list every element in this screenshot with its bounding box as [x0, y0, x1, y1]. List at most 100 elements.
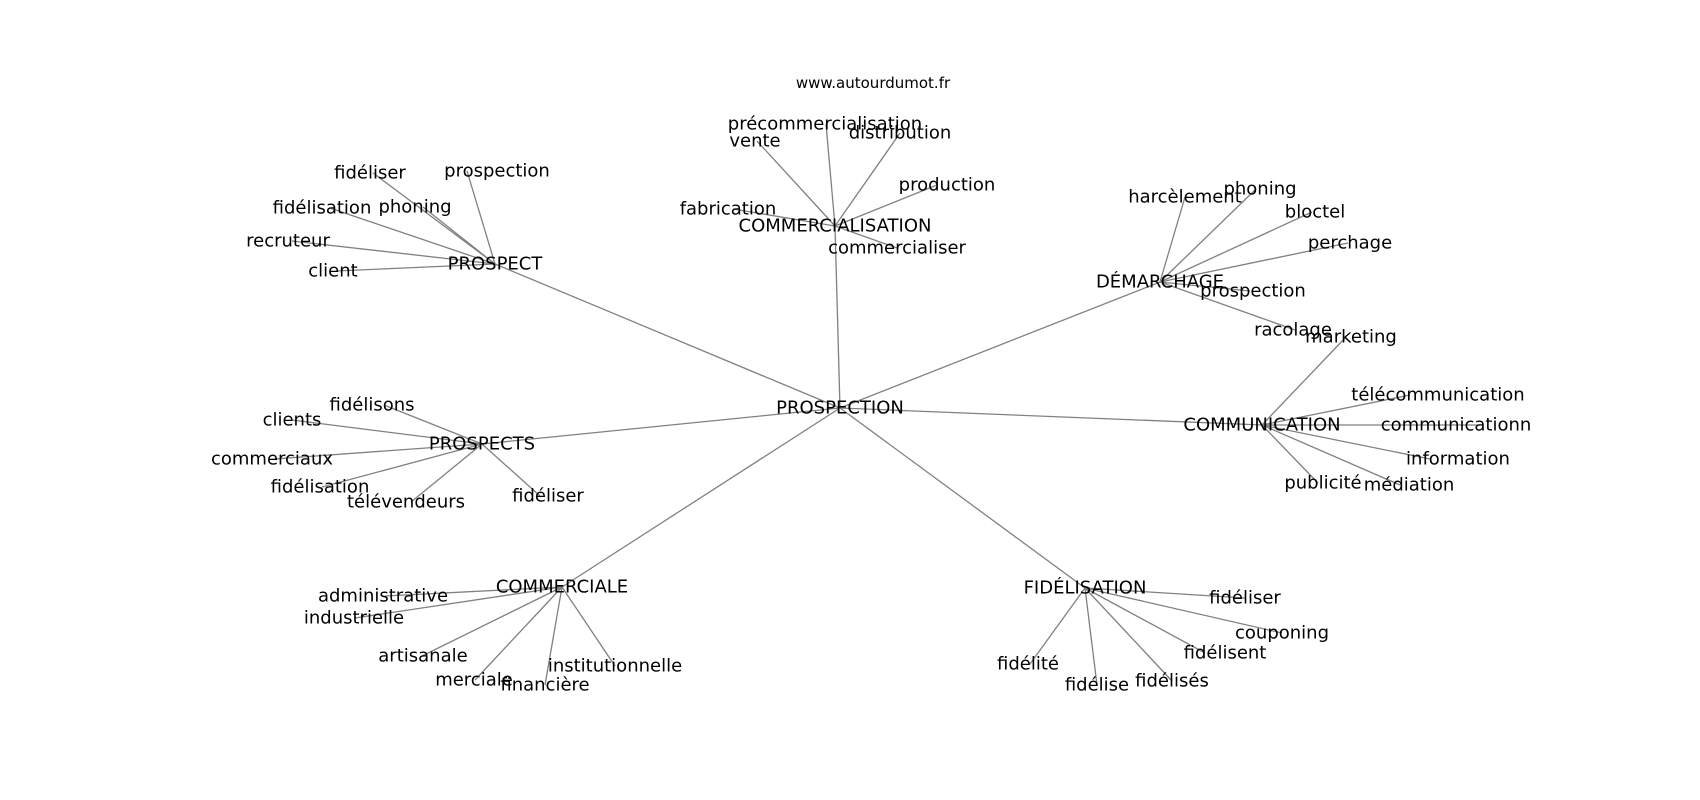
hub-node-commerciale: COMMERCIALE [496, 577, 628, 598]
leaf-node-prospect-prospection: prospection [444, 161, 550, 182]
edge-demarchage-phoning [1159, 188, 1257, 283]
leaf-node-commercialisation-fabrication: fabrication [680, 199, 777, 220]
edge-prospects-televendeurs [410, 443, 483, 503]
hub-node-commercialisation: COMMERCIALISATION [739, 216, 932, 237]
hub-node-prospect: PROSPECT [448, 254, 544, 275]
hub-node-demarchage: DÉMARCHAGE [1096, 271, 1224, 293]
leaf-node-prospect-client: client [308, 261, 357, 282]
edge-commerciale-administrative [384, 586, 563, 597]
edge-communication-information [1261, 424, 1431, 460]
leaf-node-commerciale-merciale: merciale [435, 670, 513, 691]
edge-communication-telecommunication [1261, 394, 1411, 426]
leaf-node-prospect-fidelisation: fidélisation [273, 198, 372, 219]
leaf-node-demarchage-harcelement: harcèlement [1128, 187, 1242, 208]
leaf-node-prospects-clients: clients [263, 410, 322, 431]
center-node-label: PROSPECTION [776, 398, 904, 419]
leaf-node-commerciale-artisanale: artisanale [378, 646, 467, 667]
leaf-node-communication-communicationn: communicationn [1381, 415, 1532, 436]
edge-prospect-fideliser [372, 172, 496, 265]
edge-commerciale-financiere [544, 586, 563, 686]
edge-commercialisation-vente [756, 140, 836, 227]
hub-node-communication: COMMUNICATION [1183, 415, 1340, 436]
leaf-node-communication-telecommunication: télécommunication [1351, 385, 1524, 406]
leaf-node-commerciale-administrative: administrative [318, 586, 448, 607]
leaf-node-commerciale-industrielle: industrielle [304, 608, 404, 629]
leaf-node-fidelisation-fidelise: fidélise [1065, 675, 1129, 696]
edge-demarchage-perchage [1159, 242, 1349, 283]
label-layer: PROSPECTION PROSPECT fidéliser prospection f… [211, 114, 1531, 696]
leaf-node-commerciale-financiere: financière [500, 675, 589, 696]
leaf-node-demarchage-prospection: prospection [1200, 281, 1306, 302]
edge-commerciale-institutionnelle [561, 586, 616, 667]
edge-fidelisation-fidelite [1029, 587, 1086, 665]
leaf-node-fidelisation-couponing: couponing [1235, 623, 1329, 644]
leaf-node-prospects-commerciaux: commerciaux [211, 449, 333, 470]
edge-prospect-fidelisation [329, 207, 496, 265]
edge-prospect-client [335, 263, 496, 272]
edge-demarchage-bloctel [1159, 211, 1313, 283]
leaf-node-prospect-recruteur: recruteur [246, 231, 330, 252]
leaf-node-demarchage-perchage: perchage [1308, 233, 1392, 254]
leaf-node-fidelisation-fidelisent: fidélisent [1184, 643, 1267, 664]
edge-prospects-clients [291, 419, 483, 445]
edge-commerciale-artisanale [421, 586, 563, 657]
edge-center-communication [839, 407, 1263, 426]
edge-prospects-fidelisons [383, 404, 483, 445]
leaf-node-demarchage-phoning: phoning [1223, 179, 1296, 200]
leaf-node-commercialisation-vente: vente [729, 131, 780, 152]
edge-center-demarchage [839, 281, 1161, 409]
leaf-node-fidelisation-fidelises: fidélisés [1135, 671, 1209, 692]
edge-commerciale-industrielle [354, 586, 563, 619]
edge-fidelisation-fidelisent [1084, 587, 1206, 654]
edge-demarchage-racolage [1159, 281, 1296, 331]
edge-communication-publicite [1261, 424, 1319, 484]
edge-prospect-phoning [422, 206, 496, 265]
leaf-node-prospects-fidelisons: fidélisons [329, 395, 414, 416]
edge-fidelisation-fideliser [1084, 587, 1246, 599]
edge-center-commercialisation [834, 225, 841, 409]
edge-commercialisation-production [834, 184, 938, 227]
hub-node-fidelisation: FIDÉLISATION [1024, 577, 1147, 599]
hub-node-prospects: PROSPECTS [429, 434, 535, 455]
edge-commercialisation-precommercialisation [825, 123, 836, 227]
leaf-node-commercialisation-precommercialisation: précommercialisation [728, 114, 922, 135]
edge-commercialisation-fabrication [732, 208, 836, 227]
edge-center-fidelisation [839, 407, 1086, 589]
leaf-node-demarchage-racolage: racolage [1254, 320, 1332, 341]
leaf-node-demarchage-bloctel: bloctel [1285, 202, 1345, 223]
leaf-node-prospect-fideliser: fidéliser [334, 163, 406, 184]
edge-prospects-commerciaux [273, 443, 483, 460]
edge-center-prospects [481, 407, 841, 445]
watermark: www.autourdumot.fr [796, 74, 951, 92]
edge-prospect-recruteur [291, 240, 496, 265]
edge-prospects-fideliser [481, 443, 541, 497]
leaf-node-commercialisation-production: production [899, 175, 996, 196]
edge-commercialisation-commercialiser [834, 225, 898, 249]
edge-communication-marketing [1261, 336, 1347, 426]
leaf-node-prospects-fidelisation: fidélisation [271, 477, 370, 498]
edge-fidelisation-fidelise [1084, 587, 1098, 686]
leaf-node-prospect-phoning: phoning [378, 197, 451, 218]
leaf-node-fidelisation-fideliser: fidéliser [1209, 588, 1281, 609]
leaf-node-communication-mediation: médiation [1364, 475, 1455, 496]
edge-commercialisation-distribution [834, 132, 901, 227]
edge-prospects-fidelisation [321, 443, 483, 488]
edge-prospect-prospection [466, 170, 496, 265]
edge-fidelisation-couponing [1084, 587, 1283, 634]
edge-center-commerciale [561, 407, 841, 588]
leaf-node-commerciale-institutionnelle: institutionnelle [548, 656, 682, 677]
edge-communication-mediation [1261, 424, 1401, 486]
edge-fidelisation-fidelises [1084, 587, 1173, 682]
leaf-node-commercialisation-commercialiser: commercialiser [828, 238, 966, 259]
edge-commerciale-merciale [474, 586, 563, 681]
leaf-node-commercialisation-distribution: distribution [849, 123, 952, 144]
edge-center-prospect [494, 263, 841, 409]
edge-layer [273, 123, 1480, 686]
leaf-node-prospects-fideliser: fidéliser [512, 486, 584, 507]
leaf-node-communication-publicite: publicité [1284, 473, 1361, 494]
leaf-node-communication-information: information [1406, 449, 1510, 470]
edge-demarchage-harcelement [1159, 196, 1186, 283]
leaf-node-communication-marketing: marketing [1305, 327, 1397, 348]
